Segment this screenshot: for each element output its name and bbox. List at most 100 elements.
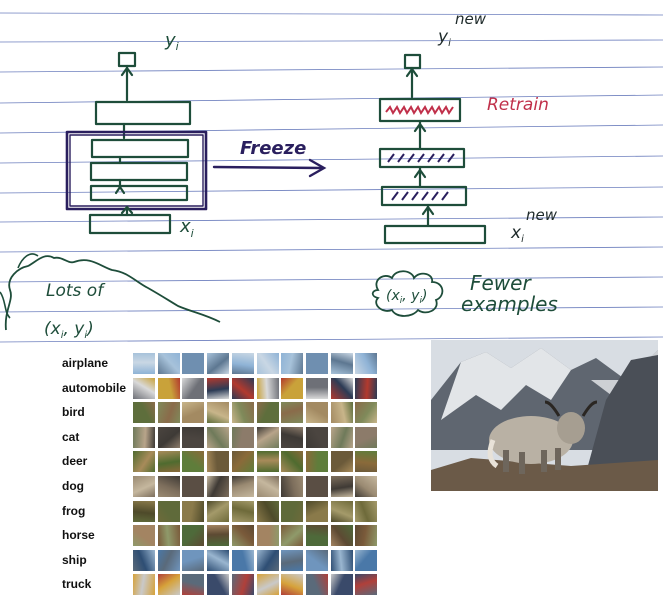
sample-image-truck [256,574,279,596]
class-label-bird: bird [62,405,85,420]
frozen-layer-1 [90,138,190,159]
pair-cloud-text: (xi, yi) [386,288,427,306]
sample-image-deer [182,451,205,473]
sample-image-deer [157,451,180,473]
sample-image-dog [305,476,328,497]
new-output-box [403,53,422,70]
new-input-label: xi [510,223,524,245]
sample-image-dog [157,476,180,497]
sample-image-frog [355,500,378,522]
sample-image-dog [231,476,254,497]
sample-image-cat [157,426,180,448]
fewer-text: Fewer [470,271,532,295]
sample-image-automobile [305,377,328,399]
sample-image-bird [231,402,254,424]
freeze-label: Freeze [240,138,306,159]
lots-of-text: Lots of [46,281,106,301]
lots-pair-text: (xi, yi) [44,319,94,341]
sample-image-bird [305,402,328,424]
sample-image-automobile [157,377,180,399]
sample-image-airplane [157,353,180,374]
sample-image-deer [281,451,304,473]
yak [487,400,598,474]
sample-image-horse [305,525,328,547]
sample-image-horse [231,525,254,547]
left-output-label: yi [164,30,179,53]
sample-image-dog [256,476,279,497]
sample-image-bird [281,402,304,424]
frozen-box [65,130,208,211]
sample-image-frog [305,500,328,522]
sample-image-truck [207,574,230,596]
sample-image-ship [305,549,328,571]
sample-image-bird [182,402,205,424]
examples-text: examples [461,292,558,316]
sample-image-bird [355,402,378,424]
sample-image-ship [355,549,378,571]
sample-image-cat [355,426,378,448]
sample-image-truck [355,574,378,596]
sample-image-cat [207,426,230,448]
class-label-automobile: automobile [62,380,127,395]
sample-image-cat [133,426,155,448]
sample-image-frog [330,500,353,522]
sample-image-frog [231,500,254,522]
sample-image-frog [281,500,304,522]
sample-image-ship [207,549,230,571]
photo-ground [431,458,658,491]
sample-image-airplane [182,353,205,374]
sample-image-cat [231,426,254,448]
sample-image-horse [182,525,205,547]
sample-image-horse [207,525,230,547]
sample-image-deer [330,451,353,473]
sample-image-horse [157,525,180,547]
class-label-horse: horse [62,528,95,543]
sample-image-airplane [207,353,230,374]
sample-image-ship [157,549,180,571]
output-box [117,51,137,68]
class-label-deer: deer [62,454,88,469]
original-network [65,51,208,235]
frozen-layer-r2 [380,185,468,207]
sample-image-cat [256,426,279,448]
sample-image-truck [281,574,304,596]
sample-image-bird [207,402,230,424]
sample-image-ship [182,549,205,571]
frozen-hatching [387,153,455,201]
sample-image-horse [330,525,353,547]
sample-image-dog [355,476,378,497]
sample-image-automobile [207,377,230,399]
sample-image-ship [281,549,304,571]
layer-top [94,100,192,126]
sample-image-frog [256,500,279,522]
sample-image-truck [182,574,205,596]
sample-image-deer [355,451,378,473]
sample-image-dog [330,476,353,497]
ruled-lines [0,12,663,343]
sample-image-airplane [330,353,353,374]
sample-image-cat [330,426,353,448]
class-label-cat: cat [62,429,80,444]
sample-image-ship [231,549,254,571]
sample-image-horse [256,525,279,547]
pair-cloud-outline [371,270,444,317]
new-input-layer [383,224,487,245]
sample-image-automobile [133,377,155,399]
sample-image-bird [157,402,180,424]
class-label-airplane: airplane [62,356,109,370]
sample-image-automobile [182,377,205,399]
freeze-arrow [212,158,327,178]
sample-image-cat [305,426,328,448]
class-label-ship: ship [62,552,87,567]
sample-image-airplane [133,353,155,374]
sample-image-deer [207,451,230,473]
sample-image-ship [330,549,353,571]
sample-image-cat [182,426,205,448]
sample-image-frog [157,500,180,522]
sample-image-truck [157,574,180,596]
sample-image-airplane [355,353,378,374]
sample-image-automobile [231,377,254,399]
transfer-learning-sketch: yi xi Freeze Lots of (xi, yi) new yi Ret… [0,10,663,343]
new-input-super: new [526,206,558,224]
